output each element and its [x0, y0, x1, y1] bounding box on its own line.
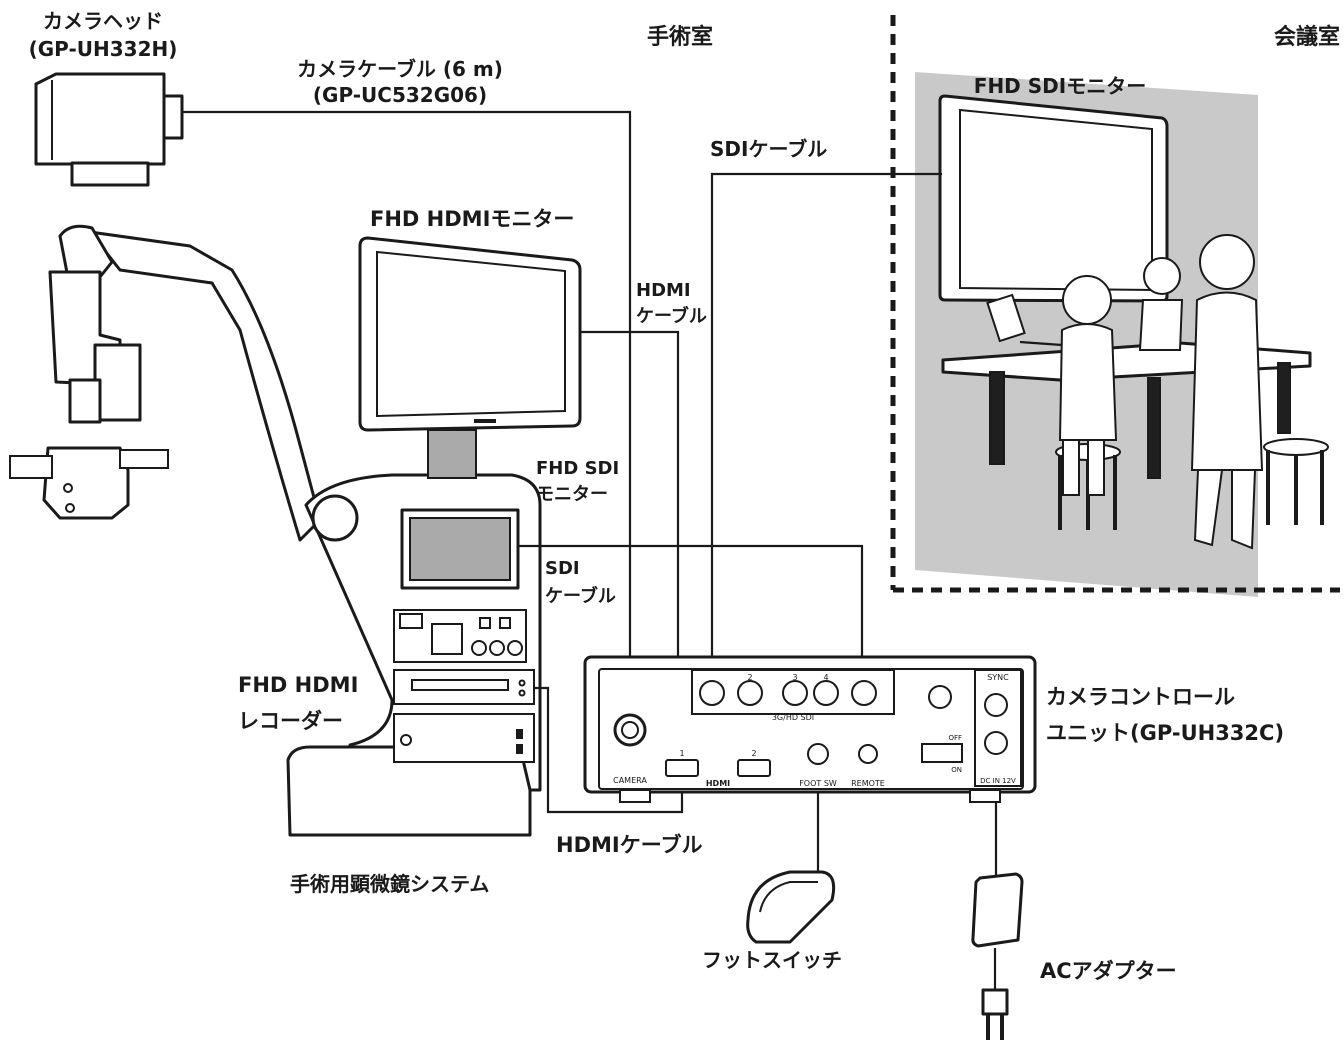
sdi-cable-conference: [710, 172, 942, 685]
label-conference-room: 会議室: [1274, 24, 1340, 50]
sdi-port-2-label: 2: [747, 673, 752, 682]
label-fhd-sdi-monitor-conference: FHD SDIモニター: [974, 74, 1146, 98]
camera-port-label: CAMERA: [613, 776, 647, 785]
hdmi-cable-recorder: [534, 686, 684, 814]
dip-on-label: ON: [951, 766, 962, 774]
foot-sw-label: FOOT SW: [799, 779, 837, 788]
labels: カメラヘッド (GP-UH332H) カメラケーブル (6 m) (GP-UC5…: [29, 9, 1340, 983]
label-sdi-cable-mid-1: SDI: [545, 558, 580, 579]
foot-switch: [746, 870, 836, 944]
label-ccu-2: ユニット(GP-UH332C): [1046, 721, 1284, 745]
label-fhd-hdmi-recorder-2: レコーダー: [238, 709, 343, 733]
label-camera-cable-model: (GP-UC532G06): [313, 83, 487, 107]
label-camera-cable: カメラケーブル (6 m): [297, 57, 503, 81]
dip-off-label: OFF: [948, 734, 962, 742]
ccu-panel-labels: 2 3 4 3G/HD SDI CAMERA 1 2 HDMI FOOT SW …: [613, 673, 1016, 788]
person-standing: [1190, 234, 1264, 550]
fhd-hdmi-monitor: [358, 236, 582, 432]
label-fhd-sdi-monitor-2: モニター: [536, 484, 608, 505]
camera-head: [34, 72, 184, 187]
hdmi-port-2-label: 2: [751, 749, 756, 758]
conference-sdi-monitor: [938, 94, 1169, 303]
camera-cable: [183, 110, 632, 708]
camera-control-unit: [583, 655, 1037, 803]
label-hdmi-cable-top-1: HDMI: [636, 280, 691, 301]
label-ccu-1: カメラコントロール: [1046, 685, 1235, 709]
label-foot-switch: フットスイッチ: [702, 948, 842, 972]
conference-room: [890, 15, 1340, 597]
label-microscope-system: 手術用顕微鏡システム: [290, 872, 489, 896]
label-camera-head: カメラヘッド: [43, 9, 163, 33]
sdi-group-label: 3G/HD SDI: [772, 713, 814, 722]
label-hdmi-cable-top-2: ケーブル: [636, 305, 707, 327]
label-camera-head-model: (GP-UH332H): [29, 37, 178, 61]
hdmi-logo-label: HDMI: [706, 779, 730, 788]
sdi-port-3-label: 3: [792, 673, 797, 682]
sdi-port-4-label: 4: [823, 673, 828, 682]
label-sdi-cable-mid-2: ケーブル: [545, 585, 616, 607]
person-seated-front: [986, 275, 1118, 496]
label-fhd-hdmi-recorder-1: FHD HDMI: [238, 673, 358, 697]
ac-adapter: [971, 872, 1024, 1040]
sdi-cable-local: [518, 544, 864, 685]
label-fhd-hdmi-monitor: FHD HDMIモニター: [370, 207, 574, 231]
label-sdi-cable-top: SDIケーブル: [710, 137, 827, 161]
sync-label: SYNC: [987, 673, 1009, 682]
remote-label: REMOTE: [851, 779, 885, 788]
label-operating-room: 手術室: [647, 24, 713, 50]
person-seated-back: [1138, 257, 1184, 351]
label-hdmi-cable-bottom: HDMIケーブル: [556, 833, 702, 857]
surgical-microscope: [9, 224, 542, 837]
cables: [183, 110, 998, 992]
stool-right: [1263, 438, 1329, 525]
label-ac-adapter: ACアダプター: [1040, 959, 1177, 983]
label-fhd-sdi-monitor-1: FHD SDI: [536, 458, 619, 479]
dc-in-label: DC IN 12V: [980, 777, 1016, 785]
hdmi-port-1-label: 1: [679, 749, 684, 758]
